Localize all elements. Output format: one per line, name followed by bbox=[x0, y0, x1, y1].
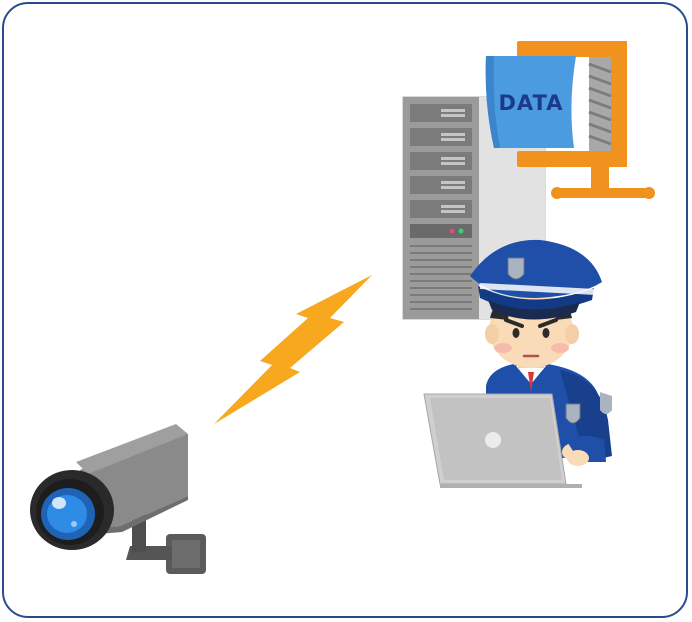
security-camera-icon bbox=[30, 424, 206, 574]
data-label: DATA bbox=[498, 91, 563, 115]
c-clamp-icon bbox=[517, 41, 655, 199]
data-card-icon: DATA bbox=[485, 56, 576, 148]
laptop-icon bbox=[423, 393, 606, 488]
lightning-bolt-icon bbox=[214, 275, 372, 424]
